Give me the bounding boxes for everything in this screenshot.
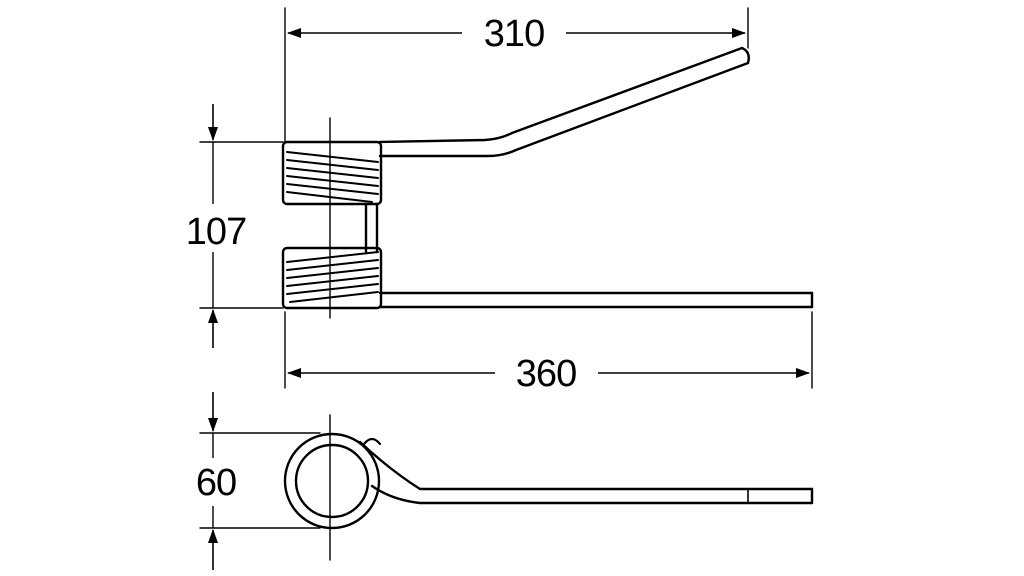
coil-end-view <box>283 432 382 530</box>
lower-coil <box>281 246 383 310</box>
dimension-label-bottom-width: 360 <box>516 353 576 395</box>
dimension-coil-height: 60 <box>196 392 237 570</box>
side-extension-lines <box>199 7 813 389</box>
dimension-label-top-width: 310 <box>484 13 544 55</box>
dimension-top-width: 310 <box>287 13 746 55</box>
end-view: 60 <box>196 392 814 570</box>
side-view: 310 360 107 <box>186 7 814 395</box>
dimension-bottom-width: 360 <box>287 353 810 395</box>
dimension-side-height: 107 <box>186 104 247 348</box>
end-extension-lines <box>199 432 321 529</box>
lower-tine-arm <box>378 291 814 309</box>
upper-coil <box>281 140 383 206</box>
upper-tine-arm <box>378 46 750 158</box>
dimension-label-coil-height: 60 <box>196 462 236 504</box>
end-view-leg <box>358 440 814 505</box>
coil-connector <box>364 202 379 254</box>
dimension-label-side-height: 107 <box>186 211 246 253</box>
